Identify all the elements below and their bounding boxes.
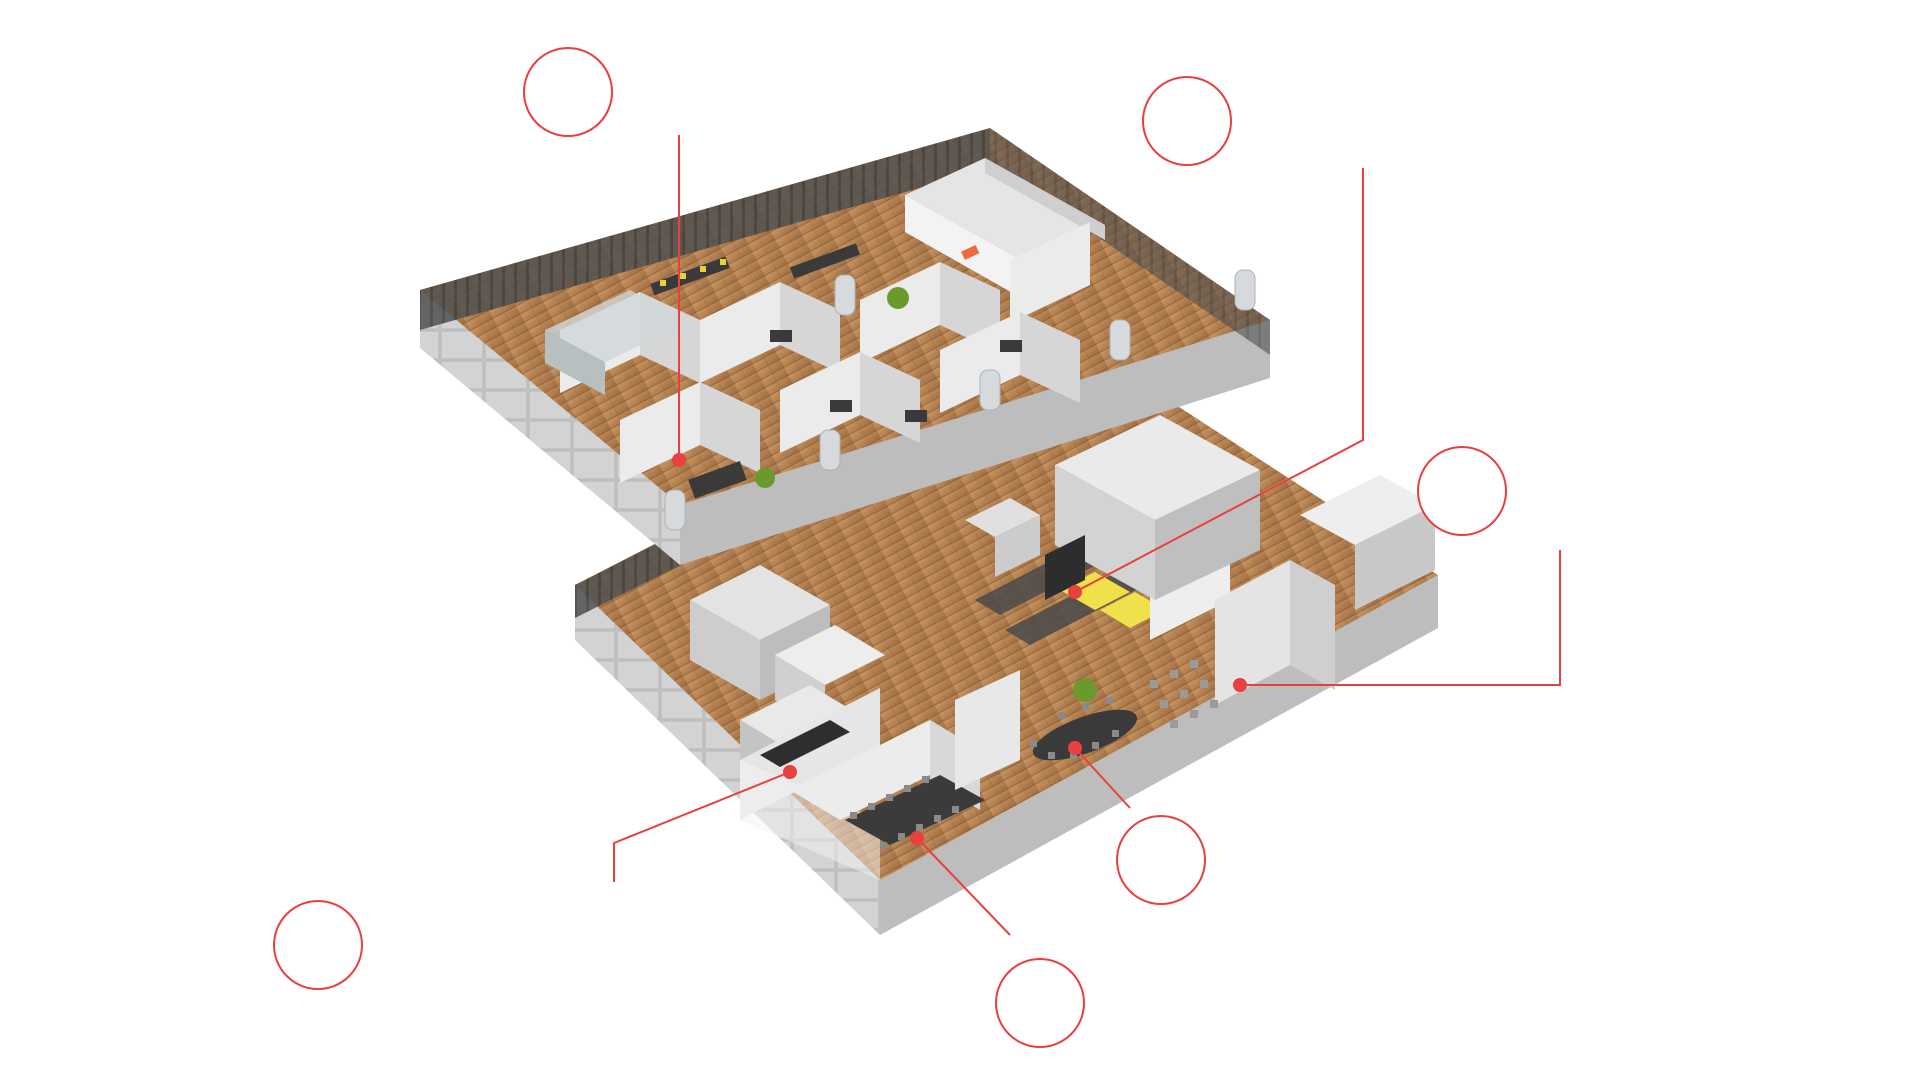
meeting-chairs — [1030, 697, 1119, 759]
upper-yellow-chairs — [660, 259, 726, 286]
meeting-plant-icon — [1073, 678, 1097, 702]
upper-desks — [650, 243, 1022, 499]
lower-floor — [575, 290, 1438, 935]
upper-right-glass-wall — [990, 128, 1270, 355]
upper-logo-icon — [961, 244, 980, 260]
meeting-table — [1032, 709, 1138, 761]
hotspot-circle-boardroom[interactable] — [995, 958, 1085, 1048]
upper-glass-meeting-room — [545, 290, 690, 395]
kitchen-dining — [1150, 660, 1218, 728]
upper-plant-icon-2 — [755, 468, 775, 488]
boardroom-chairs — [850, 776, 959, 849]
upper-back-glass-wall — [420, 128, 990, 330]
lower-floor-left-side — [575, 585, 880, 935]
upper-office-walls — [560, 222, 1090, 483]
upper-big-room — [905, 158, 1105, 300]
leader-line-open-workspace — [1074, 168, 1364, 593]
leader-line-meeting-room — [1074, 747, 1131, 809]
reception-room — [760, 720, 850, 767]
hotspot-dot-meeting-room[interactable] — [1068, 741, 1082, 755]
hotspot-circle-meeting-room[interactable] — [1116, 815, 1206, 905]
boardroom-table — [845, 775, 985, 845]
leader-line-reception — [613, 771, 791, 882]
hotspot-dot-reception[interactable] — [783, 765, 797, 779]
lower-dark-panel — [1045, 535, 1085, 600]
hotspot-dot-upper-office[interactable] — [672, 453, 686, 467]
hotspot-circle-upper-lounge[interactable] — [1142, 76, 1232, 166]
staircase — [965, 498, 1040, 577]
upper-floor-front-side — [680, 320, 1270, 565]
meeting-room — [1030, 678, 1138, 761]
hotspot-circle-bottom-left[interactable] — [273, 900, 363, 990]
upper-plant-icon — [887, 287, 909, 309]
leader-line-kitchen — [1240, 550, 1561, 686]
callouts — [273, 47, 1561, 1048]
upper-plants — [755, 287, 909, 488]
hotspot-dot-kitchen[interactable] — [1233, 678, 1247, 692]
hotspot-circle-upper-office[interactable] — [523, 47, 613, 137]
upper-floor-left-side — [420, 290, 680, 565]
hotspot-dot-boardroom[interactable] — [910, 831, 924, 845]
lower-right-rooms — [1055, 415, 1435, 610]
upper-floor — [420, 128, 1270, 565]
hotspot-circle-kitchen[interactable] — [1417, 446, 1507, 536]
leader-line-boardroom — [916, 837, 1011, 936]
hotspot-dot-open-workspace[interactable] — [1068, 585, 1082, 599]
boardroom-room — [740, 688, 985, 880]
upper-columns — [664, 269, 1256, 531]
